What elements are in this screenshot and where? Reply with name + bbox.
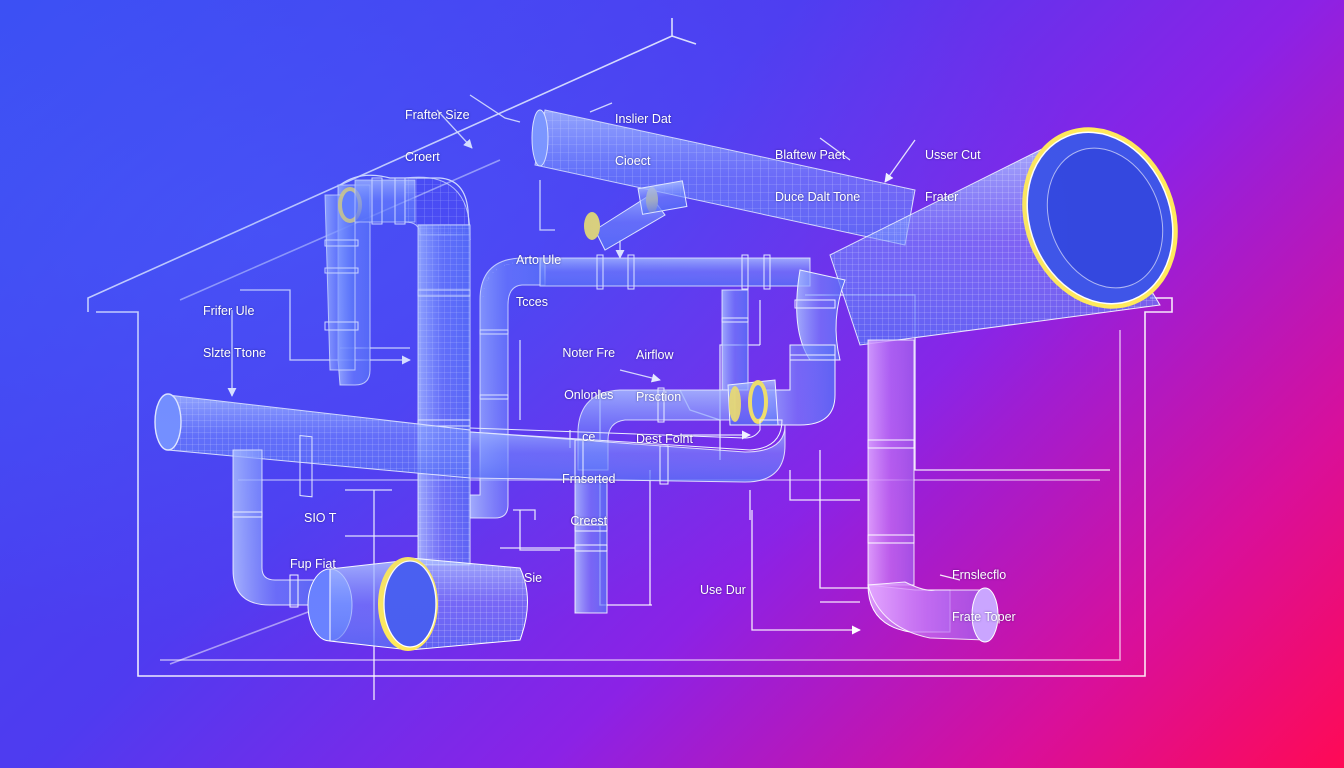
- label-line: Frate Toper: [952, 610, 1016, 624]
- label-protection-fiate-toper: Frnslecflo Frate Toper: [952, 540, 1016, 652]
- label-line: Frnslecflo: [952, 568, 1007, 582]
- label-line: Slzte Ttone: [203, 346, 267, 360]
- label-air-tile-tones: Arto Ule Tcces: [516, 225, 561, 337]
- duct-central-vertical: [417, 224, 471, 566]
- label-line: Creest: [570, 514, 608, 528]
- label-sie: Sie: [524, 543, 542, 613]
- label-filter-size-closet: Frafter Size Croert: [405, 80, 470, 192]
- duct-long-horizontal: [154, 393, 786, 498]
- label-line: Prsction: [636, 390, 682, 404]
- label-line: ce: [582, 430, 596, 444]
- label-noter-fire-onlonies: Noter Fre Onlonles ce Frnserted Creest: [562, 318, 616, 556]
- label-line: Duce Dalt Tone: [775, 190, 861, 204]
- label-line: Croert: [405, 150, 440, 164]
- wall-outline: [96, 297, 1173, 677]
- label-installer-duct-closet: Inslier Dat Cioect: [615, 84, 671, 196]
- label-line: Inslier Dat: [615, 112, 672, 126]
- label-line: Noter Fre: [562, 346, 616, 360]
- label-line: Frater: [925, 190, 959, 204]
- label-filter-tile-size-tone: Frifer Ule Slzte Ttone: [203, 276, 266, 388]
- label-airflow-protection: Airflow Prsction Dest Foint: [636, 320, 693, 474]
- label-line: Airflow: [636, 348, 674, 362]
- roof-line-left: [87, 18, 673, 312]
- label-line: Use Dur: [700, 583, 746, 597]
- duct-right-vertical: [721, 289, 836, 426]
- roof-ridge: [671, 35, 697, 45]
- label-line: Onlonles: [564, 388, 614, 402]
- label-line: Dest Foint: [636, 432, 693, 446]
- label-line: Arto Ule: [516, 253, 562, 267]
- label-fup-flat: Fup Fiat: [290, 529, 336, 599]
- label-user-cut-filter: Usser Cut Frater: [925, 120, 981, 232]
- duct-lower-left: [232, 449, 528, 651]
- duct-top-horizontal: [539, 254, 811, 290]
- label-line: Fup Fiat: [290, 557, 336, 571]
- duct-middle-s-curve: [577, 379, 779, 471]
- label-size-t: SIO T: [304, 483, 336, 553]
- duct-large-flared: [794, 127, 1178, 361]
- duct-pink-vertical: [867, 339, 999, 643]
- label-line: Usser Cut: [925, 148, 981, 162]
- label-line: Frnserted: [562, 472, 616, 486]
- duct-lower-vertical: [574, 479, 608, 614]
- duct-top-diagonal: [531, 109, 916, 251]
- label-blastew-duct: Blaftew Paet Duce Dalt Tone: [775, 120, 860, 232]
- label-line: Sie: [524, 571, 543, 585]
- duct-left-elbow: [324, 174, 471, 386]
- label-line: Tcces: [516, 295, 548, 309]
- label-line: SIO T: [304, 511, 337, 525]
- label-line: Cioect: [615, 154, 651, 168]
- label-line: Blaftew Paet: [775, 148, 846, 162]
- label-line: Frafter Size: [405, 108, 470, 122]
- label-use-dur: Use Dur: [700, 555, 746, 625]
- label-line: Frifer Ule: [203, 304, 255, 318]
